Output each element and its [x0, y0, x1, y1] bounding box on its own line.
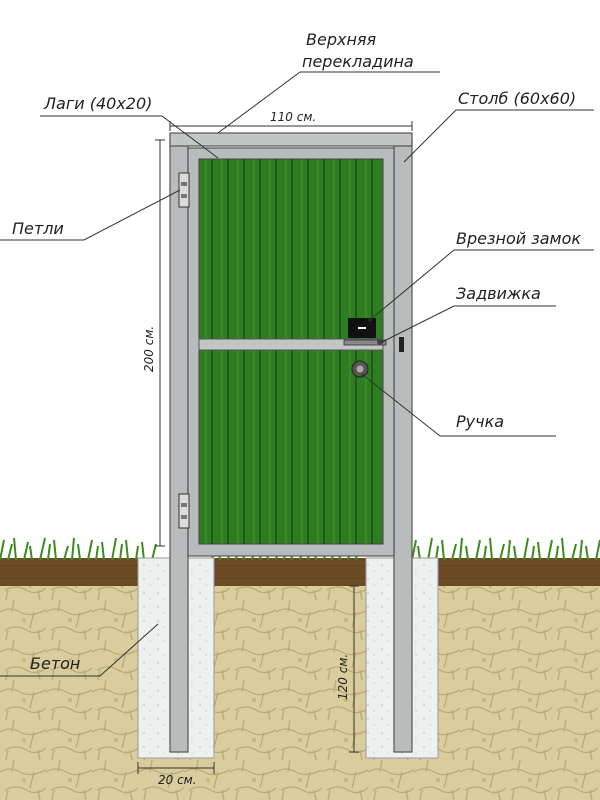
dim-footing-width: 20 см. — [158, 773, 197, 787]
handle — [351, 360, 369, 378]
label-latch: Задвижка — [456, 284, 541, 303]
label-rails: Лаги (40х20) — [43, 94, 152, 113]
leader-lines — [0, 71, 594, 677]
label-concrete: Бетон — [30, 654, 80, 673]
dimension-lines — [137, 121, 413, 774]
label-post: Столб (60х60) — [458, 89, 576, 108]
ground — [0, 585, 600, 800]
label-handle: Ручка — [456, 412, 504, 431]
dim-width: 110 см. — [270, 110, 316, 124]
dim-height: 200 см. — [142, 326, 156, 372]
label-hinges: Петли — [12, 219, 64, 238]
label-mortise-lock: Врезной замок — [456, 229, 581, 248]
mortise-lock — [348, 318, 376, 338]
label-top-crossbar-2: перекладина — [302, 52, 414, 71]
top-crossbar — [169, 132, 413, 147]
latch — [343, 339, 387, 346]
label-top-crossbar-1: Верхняя — [306, 30, 377, 49]
sheet-ribs — [211, 159, 373, 544]
hinge-lower — [178, 493, 190, 529]
hinge-upper — [178, 172, 190, 208]
keyhole — [399, 337, 404, 352]
topsoil — [0, 558, 600, 586]
post-left — [169, 139, 189, 753]
dim-depth: 120 см. — [336, 654, 350, 700]
post-right — [393, 139, 413, 753]
